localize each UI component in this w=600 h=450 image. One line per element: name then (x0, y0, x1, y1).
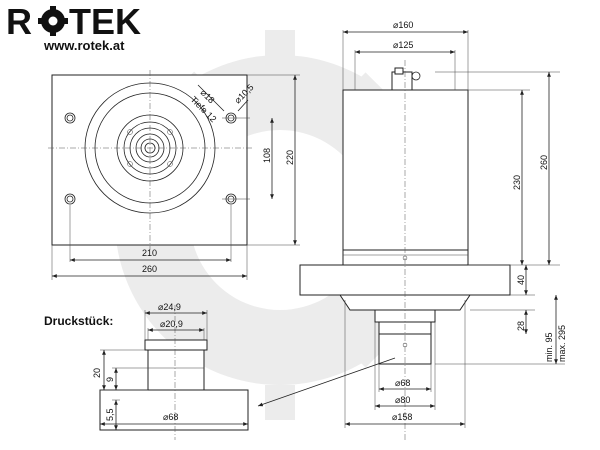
side-view: ⌀160 ⌀125 230 260 40 28 min. 95 max. 295… (299, 20, 567, 440)
rotek-logo: R TEK www.rotek.at (6, 1, 141, 53)
pressure-piece-title: Druckstück: (44, 314, 113, 328)
dia-158: ⌀158 (392, 412, 412, 422)
dia-68-side: ⌀68 (395, 378, 410, 388)
connector-fitting (391, 67, 421, 91)
dim-9: 9 (105, 377, 115, 382)
logo-letters-tek: TEK (69, 1, 141, 42)
dia-68-piece: ⌀68 (163, 412, 178, 422)
leader-arrow (257, 357, 396, 407)
dim-55: 5,5 (105, 408, 115, 421)
dim-min: min. 95 (544, 332, 554, 362)
dim-28: 28 (516, 321, 526, 331)
dim-260: 260 (142, 264, 157, 274)
logo-gear-icon (38, 6, 68, 36)
dia-160: ⌀160 (393, 20, 413, 30)
logo-letter-r: R (6, 1, 32, 42)
pressure-piece: Druckstück: ⌀24,9 ⌀20,9 20 9 5,5 ⌀68 (44, 302, 249, 440)
dim-210: 210 (142, 248, 157, 258)
dim-max: max. 295 (557, 325, 567, 362)
dim-108: 108 (262, 148, 272, 163)
dim-40: 40 (516, 275, 526, 285)
dia-80: ⌀80 (395, 395, 410, 405)
dia-249: ⌀24,9 (158, 302, 181, 312)
dia-125: ⌀125 (393, 40, 413, 50)
dim-220: 220 (285, 150, 295, 165)
dim-230: 230 (512, 175, 522, 190)
dim-260-side: 260 (539, 155, 549, 170)
plan-view: 108 220 210 260 ⌀18 Tiefe 12 ⌀10,5 (48, 70, 300, 280)
brand-url: www.rotek.at (43, 38, 125, 53)
dia-209: ⌀20,9 (160, 319, 183, 329)
dim-20: 20 (92, 368, 102, 378)
